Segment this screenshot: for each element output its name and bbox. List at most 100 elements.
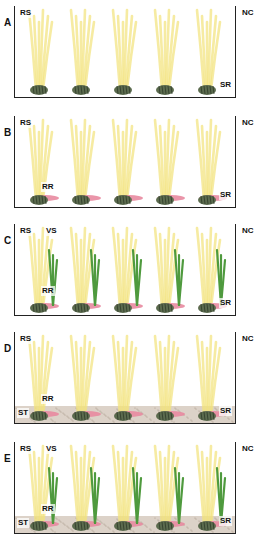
soil-speck — [71, 529, 72, 530]
dry-stalk — [160, 234, 164, 308]
tuber-stripe — [162, 304, 163, 312]
tuber-stripe — [42, 304, 43, 312]
label: ST — [17, 408, 29, 418]
soil-speck — [93, 531, 94, 532]
tuber-stripe — [207, 304, 208, 312]
soil-speck — [104, 524, 105, 525]
tuber-stripe — [210, 196, 211, 204]
soil-speck — [72, 420, 73, 421]
tuber-stripe — [75, 196, 76, 204]
tuber-stripe — [78, 522, 79, 530]
dry-stalk — [127, 348, 136, 416]
label: RS — [19, 8, 32, 18]
tuber — [156, 85, 174, 95]
tuber-stripe — [165, 86, 166, 94]
dry-stalk — [85, 348, 94, 416]
tuber-stripe — [36, 196, 37, 204]
soil-speck — [50, 528, 51, 529]
green-stalk — [179, 478, 183, 523]
tuber-stripe — [129, 86, 130, 94]
tuber-stripe — [213, 304, 214, 312]
tuber-stripe — [39, 86, 40, 94]
label: RS — [19, 444, 32, 454]
soil-speck — [198, 520, 199, 521]
tuber — [198, 411, 216, 421]
soil-speck — [59, 410, 60, 411]
tuber-stripe — [213, 196, 214, 204]
soil-speck — [101, 412, 102, 413]
soil-speck — [212, 531, 213, 532]
tuber-stripe — [123, 196, 124, 204]
green-stalk — [133, 250, 137, 305]
tuber-stripe — [171, 412, 172, 420]
tuber-stripe — [120, 304, 121, 312]
tuber-stripe — [207, 196, 208, 204]
soil-speck — [60, 411, 61, 412]
tuber-stripe — [126, 412, 127, 420]
soil-speck — [145, 525, 146, 526]
tuber-stripe — [81, 86, 82, 94]
soil-speck — [149, 418, 150, 419]
tuber-stripe — [159, 304, 160, 312]
soil-speck — [133, 421, 134, 422]
soil-speck — [51, 419, 52, 420]
soil-speck — [214, 407, 215, 408]
tuber-stripe — [168, 196, 169, 204]
soil-speck — [59, 520, 60, 521]
soil-speck — [52, 420, 53, 421]
tuber-stripe — [36, 304, 37, 312]
soil-speck — [91, 419, 92, 420]
soil-speck — [89, 528, 90, 529]
tuber — [198, 303, 216, 313]
soil-speck — [173, 421, 174, 422]
tuber-stripe — [75, 522, 76, 530]
soil-speck — [105, 525, 106, 526]
tuber-stripe — [33, 522, 34, 530]
treatment-panel: BRSNCRRSR — [14, 116, 236, 208]
tuber — [72, 411, 90, 421]
dry-stalk — [127, 132, 136, 200]
tuber — [156, 195, 174, 205]
soil-speck — [116, 518, 117, 519]
green-stalk — [91, 468, 95, 523]
dry-stalk — [202, 452, 206, 526]
tuber-stripe — [87, 86, 88, 94]
soil-speck — [171, 420, 172, 421]
dry-stalk — [160, 126, 164, 200]
green-stalk — [175, 250, 179, 305]
dry-stalk — [202, 342, 206, 416]
tuber-stripe — [126, 196, 127, 204]
dry-stalk — [34, 452, 38, 526]
soil-speck — [33, 420, 34, 421]
soil-speck — [29, 417, 30, 418]
soil-speck — [54, 531, 55, 532]
tuber-stripe — [117, 196, 118, 204]
soil-speck — [144, 414, 145, 415]
green-stalk — [179, 260, 183, 305]
soil-speck — [198, 410, 199, 411]
tuber-stripe — [75, 412, 76, 420]
soil-speck — [70, 528, 71, 529]
soil-speck — [227, 417, 228, 418]
tuber-stripe — [123, 304, 124, 312]
green-stalk — [49, 468, 53, 523]
dry-stalk — [85, 22, 94, 90]
soil-speck — [109, 528, 110, 529]
dry-stalk — [85, 240, 94, 308]
tuber — [72, 195, 90, 205]
soil-speck — [187, 527, 188, 528]
soil-speck — [199, 411, 200, 412]
label: ST — [17, 518, 29, 528]
dry-stalk — [127, 458, 136, 526]
tuber-stripe — [162, 86, 163, 94]
soil-speck — [174, 407, 175, 408]
panel-letter: C — [3, 236, 12, 246]
soil-speck — [72, 530, 73, 531]
soil-speck — [150, 419, 151, 420]
soil-speck — [187, 417, 188, 418]
tuber-stripe — [75, 304, 76, 312]
tuber-stripe — [81, 412, 82, 420]
soil-speck — [199, 521, 200, 522]
green-stalk — [217, 250, 221, 305]
soil-speck — [130, 419, 131, 420]
